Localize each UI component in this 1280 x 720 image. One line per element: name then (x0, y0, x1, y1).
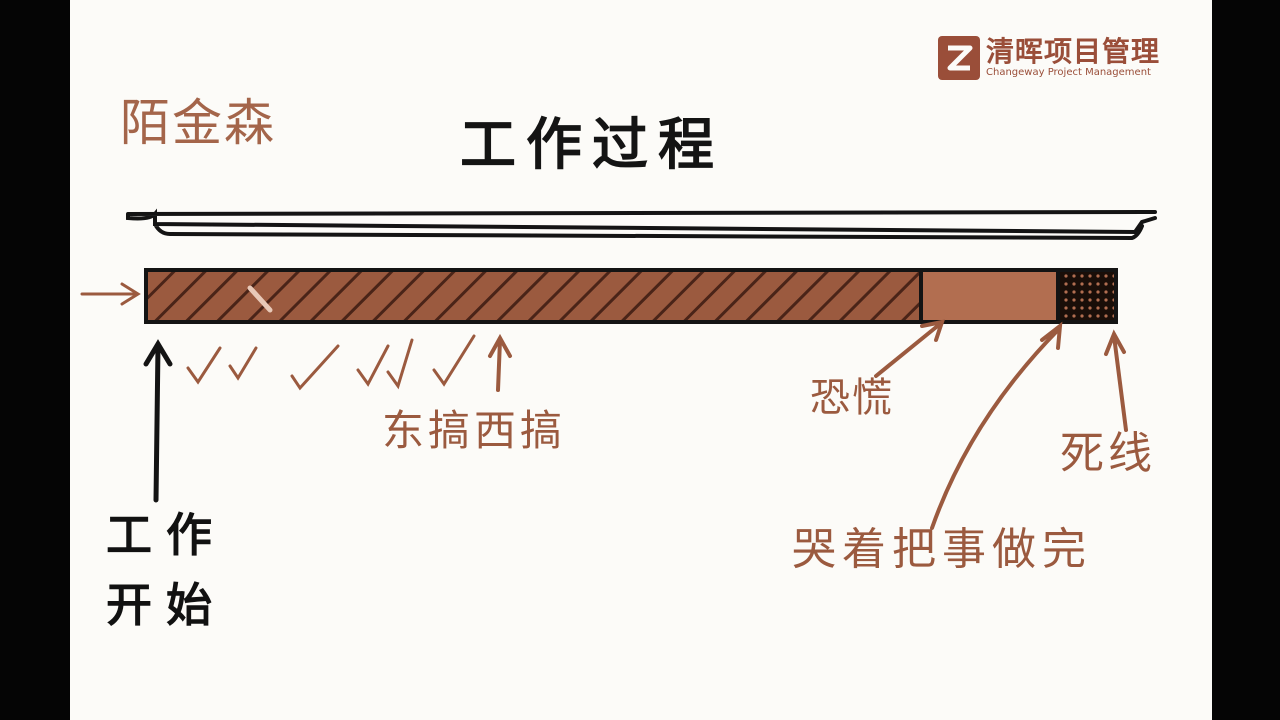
procrastinate-arrow (488, 333, 512, 392)
checkmark (186, 346, 222, 385)
work-start-arrow (143, 339, 173, 503)
checkmark (432, 334, 476, 387)
handwritten-signature: 陌金森 (120, 94, 276, 152)
checkmark (356, 344, 390, 387)
checkmark (386, 338, 414, 390)
procrastinate-label: 东搞西搞 (382, 406, 567, 455)
finish-crying-label: 哭着把事做完 (792, 524, 1092, 575)
deadline-arrow (1104, 329, 1128, 432)
work-start-label-line2: 开始 (106, 578, 226, 632)
work-start-label-line1: 工作 (106, 508, 226, 562)
checkmarks (186, 334, 476, 391)
logo-mark (938, 36, 980, 80)
panic-label: 恐慌 (810, 375, 894, 421)
procrastination-segment (144, 268, 923, 324)
logo-name: 清晖项目管理 (986, 35, 1161, 68)
entry-arrow (80, 282, 141, 306)
panic-segment (919, 268, 1060, 324)
slide-canvas: 陌金森 工作过程 清晖项目管理 Changeway Project Manage… (70, 0, 1212, 720)
work-process-diagram (80, 36, 1157, 530)
deadline-label: 死线 (1060, 428, 1156, 479)
panic-arrow (874, 319, 945, 378)
deadline-segment (1056, 268, 1118, 324)
logo-tagline: Changeway Project Management (986, 67, 1151, 78)
checkmark (290, 344, 340, 391)
finish-arrow (930, 321, 1063, 530)
checkmark (228, 346, 258, 381)
bar-highlight (247, 285, 273, 313)
timeline-bracket (126, 208, 1157, 241)
slide-title: 工作过程 (460, 113, 724, 178)
